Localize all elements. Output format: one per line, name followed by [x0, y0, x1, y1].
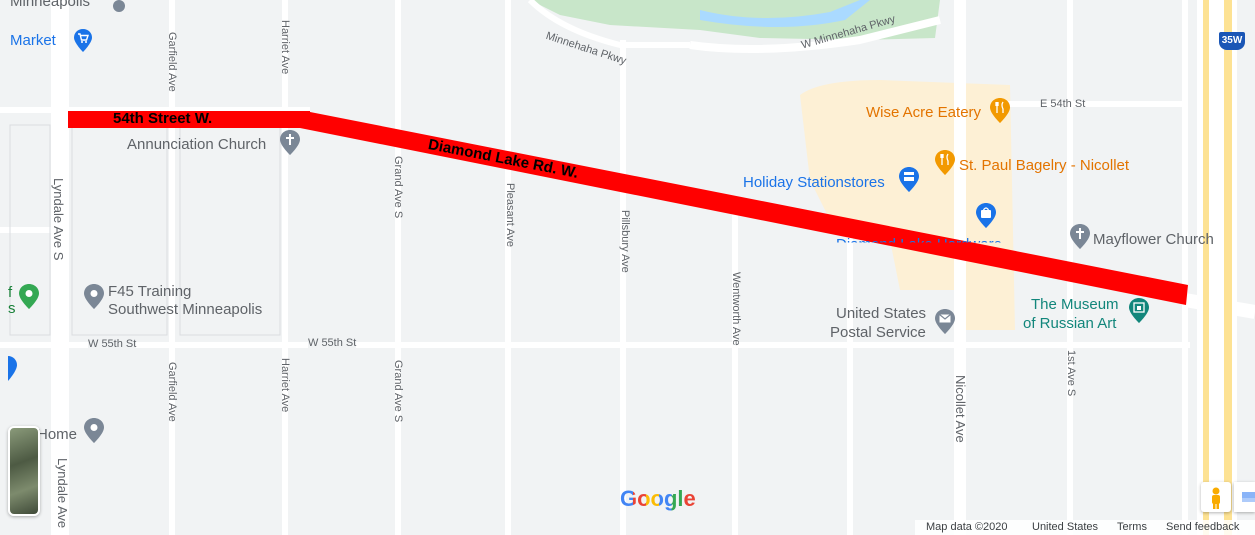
place-pin-icon[interactable]: [110, 0, 128, 18]
street-label-1st-ave: 1st Ave S: [1065, 350, 1077, 397]
poi-label-left-cut-2[interactable]: s: [8, 300, 16, 317]
creek-water: [700, 0, 870, 27]
pegman-street-view-button[interactable]: [1201, 482, 1231, 512]
shopping-cart-icon[interactable]: [73, 29, 93, 53]
street-label-lyndale-1: Lyndale Ave S: [51, 178, 66, 261]
route-overlay: [68, 111, 1188, 305]
poi-label-f45-line2[interactable]: Southwest Minneapolis: [108, 301, 263, 318]
street-label-harriet-1: Harriet Ave: [279, 20, 291, 75]
street-label-garfield-1: Garfield Ave: [166, 32, 178, 92]
poi-label-st-paul-bagelry[interactable]: St. Paul Bagelry - Nicollet: [959, 157, 1130, 174]
street-label-w-55th-2: W 55th St: [308, 337, 357, 349]
restaurant-icon[interactable]: [934, 150, 956, 176]
street-label-w-55th-1: W 55th St: [88, 338, 137, 350]
map-data-text: Map data ©2020: [926, 521, 1008, 533]
street-label-grand-1: Grand Ave S: [392, 156, 404, 219]
attribution-bar: Map data ©2020 United States Terms Send …: [915, 520, 1255, 535]
street-label-pleasant: Pleasant Ave: [504, 183, 516, 248]
highway-35w-shield: 35W: [1219, 32, 1245, 50]
poi-label-home[interactable]: Home: [37, 426, 78, 443]
poi-label-usps-line2[interactable]: Postal Service: [830, 324, 926, 341]
poi-label-usps-line1[interactable]: United States: [836, 305, 927, 322]
shopping-bag-icon[interactable]: [975, 203, 997, 229]
send-feedback-link[interactable]: Send feedback: [1166, 521, 1240, 533]
poi-label-market[interactable]: Market: [10, 32, 56, 49]
poi-label-holiday-stationstores[interactable]: Holiday Stationstores: [743, 174, 885, 191]
street-label-garfield-2: Garfield Ave: [166, 362, 178, 422]
pegman-icon: [1212, 487, 1220, 509]
route-segment-diamond-lake: [300, 111, 1188, 305]
mail-icon[interactable]: [934, 309, 956, 335]
poi-label-f45-line1[interactable]: F45 Training: [108, 283, 192, 300]
street-label-e-54th: E 54th St: [1040, 98, 1086, 110]
street-label-lyndale-2: Lyndale Ave: [55, 458, 70, 529]
poi-label-wise-acre-eatery[interactable]: Wise Acre Eatery: [866, 104, 982, 121]
poi-label-museum-line1[interactable]: The Museum: [1031, 296, 1119, 313]
street-label-pillsbury: Pillsbury Ave: [619, 210, 631, 273]
google-logo-text: Google: [620, 486, 696, 511]
poi-label-museum-line2[interactable]: of Russian Art: [1023, 315, 1117, 332]
church-icon[interactable]: [1069, 224, 1091, 250]
street-label-wentworth: Wentworth Ave: [730, 272, 742, 346]
poi-label-diamond-lake-hardware[interactable]: Diamond Lake Hardware: [836, 236, 1002, 242]
place-pin-icon[interactable]: [83, 418, 105, 444]
poi-label-left-cut-1[interactable]: f: [8, 284, 13, 301]
gas-station-icon[interactable]: [898, 167, 920, 193]
poi-label-mayflower-church[interactable]: Mayflower Church: [1093, 231, 1214, 248]
route-segment-54th: [68, 111, 310, 128]
street-label-harriet-2: Harriet Ave: [279, 358, 291, 413]
place-pin-icon[interactable]: [83, 284, 105, 310]
street-label-nicollet: Nicollet Ave: [953, 375, 968, 443]
park-pin-icon[interactable]: [18, 284, 40, 310]
poi-label-annunciation-church[interactable]: Annunciation Church: [127, 136, 267, 153]
place-pin-icon[interactable]: [8, 356, 22, 382]
street-label-grand-2: Grand Ave S: [392, 360, 404, 423]
country-link[interactable]: United States: [1032, 521, 1099, 533]
google-logo: Google: [620, 486, 696, 512]
layers-icon: [1242, 492, 1255, 502]
layers-toggle-button[interactable]: [1234, 482, 1255, 512]
street-view-thumbnail[interactable]: [8, 426, 40, 516]
poi-label-minneapolis[interactable]: Minneapolis: [10, 0, 91, 10]
terms-link[interactable]: Terms: [1117, 521, 1147, 533]
route-label-54th: 54th Street W.: [113, 110, 213, 127]
church-icon[interactable]: [279, 130, 301, 156]
museum-icon[interactable]: [1128, 298, 1150, 324]
restaurant-icon[interactable]: [989, 98, 1011, 124]
